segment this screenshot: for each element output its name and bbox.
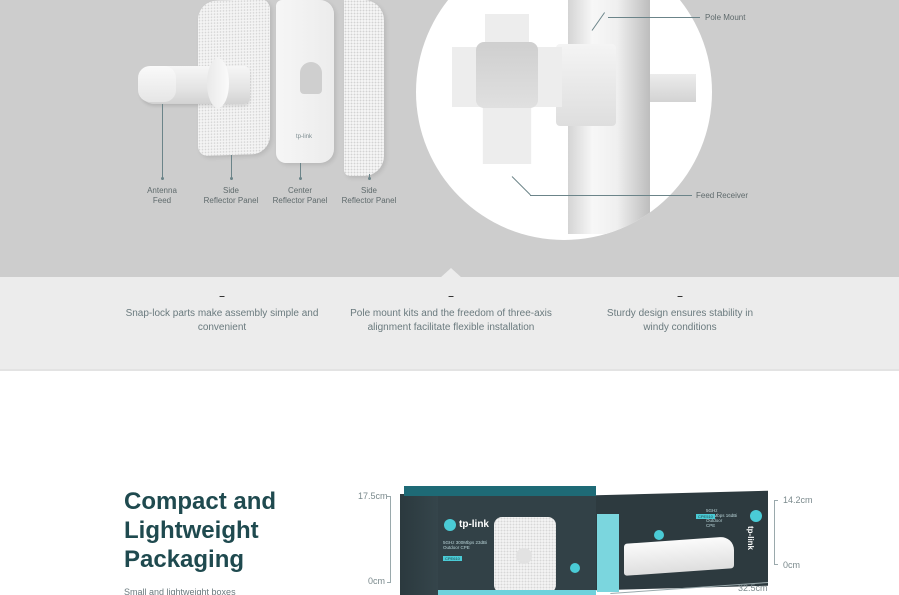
label-center-reflector-panel: Center Reflector Panel	[272, 186, 328, 205]
feature-text: Pole mount kits and the freedom of three…	[350, 308, 552, 333]
antenna-feed-flange	[207, 58, 229, 108]
dimension-label-box2-length: 32.5cm	[738, 583, 768, 593]
feature-item: – Pole mount kits and the freedom of thr…	[346, 291, 556, 335]
feature-text: Sturdy design ensures stability in windy…	[606, 308, 754, 333]
leader-line-pole-mount	[608, 17, 700, 18]
tp-link-logo-icon	[750, 510, 762, 522]
feed-receiver-cavity	[476, 42, 538, 108]
feature-dash: –	[219, 291, 225, 302]
dimension-tick	[387, 496, 391, 497]
dimension-tick	[387, 582, 391, 583]
packaging-title: Compact and Lightweight Packaging	[124, 488, 277, 573]
leader-dot	[368, 177, 371, 180]
label-feed-receiver: Feed Receiver	[696, 191, 749, 200]
box1-brand: tp-link	[459, 519, 489, 530]
leader-line-antenna-feed	[162, 104, 163, 180]
box1-model-chip: CPE610	[443, 556, 462, 561]
box2-model-chip: CPE510	[696, 514, 715, 519]
leader-line-center-reflector	[300, 163, 301, 180]
dimension-label-box1-bottom: 0cm	[368, 576, 386, 586]
center-reflector-panel-image: tp-link	[276, 0, 334, 163]
box1-side-face	[400, 496, 438, 595]
box2-product-line: 5GHz 300Mbps 16dBi Outdoor CPE	[706, 508, 738, 528]
center-panel-hole	[300, 62, 322, 94]
label-side-reflector-panel: Side Reflector Panel	[203, 186, 259, 205]
box1-foot-strip	[438, 590, 596, 595]
bracket-arm	[650, 74, 696, 102]
tp-link-logo-icon	[444, 519, 456, 531]
feature-dash: –	[448, 291, 454, 302]
dimension-tick	[774, 564, 778, 565]
wifi-badge-icon	[570, 563, 580, 573]
dimension-tick	[774, 500, 778, 501]
antenna-feed-cap	[138, 66, 176, 102]
leader-line-side-reflector	[231, 155, 232, 180]
leader-dot	[161, 177, 164, 180]
pole-mount-detail-circle	[416, 0, 712, 240]
box2-brand: tp-link	[746, 526, 755, 550]
feature-item: – Snap-lock parts make assembly simple a…	[122, 291, 322, 335]
box1-top-face	[404, 486, 596, 496]
box1-device-feed	[516, 548, 532, 564]
label-antenna-feed: Antenna Feed	[147, 186, 177, 205]
dimension-line-box2	[774, 500, 775, 564]
feature-item: – Sturdy design ensures stability in win…	[596, 291, 764, 335]
dimension-label-box2-top: 14.2cm	[783, 495, 813, 505]
section-notch	[440, 268, 462, 278]
box2-end-face	[597, 514, 619, 592]
dimension-line-box1	[390, 496, 391, 583]
feature-dash: –	[677, 291, 683, 302]
pole-clamp	[556, 44, 616, 126]
tp-link-logo-icon: tp-link	[296, 134, 313, 140]
packaging-subtitle: Small and lightweight boxes	[124, 587, 236, 595]
feature-text: Snap-lock parts make assembly simple and…	[125, 308, 319, 333]
features-strip: – Snap-lock parts make assembly simple a…	[0, 268, 899, 371]
label-pole-mount: Pole Mount	[705, 13, 746, 22]
leader-dot	[299, 177, 302, 180]
hero-section: tp-link Antenna Feed Side Reflector Pane…	[0, 0, 899, 277]
leader-line-feed-receiver	[530, 195, 692, 196]
wifi-badge-icon	[654, 530, 664, 540]
side-reflector-panel-image-2	[344, 0, 384, 176]
dimension-label-box2-bottom: 0cm	[783, 560, 801, 570]
leader-dot	[230, 177, 233, 180]
dimension-label-box1-top: 17.5cm	[358, 491, 388, 501]
box1-product-line: 5GHz 300Mbps 23dBi Outdoor CPE	[443, 540, 488, 550]
label-side-reflector-panel-2: Side Reflector Panel	[341, 186, 397, 205]
